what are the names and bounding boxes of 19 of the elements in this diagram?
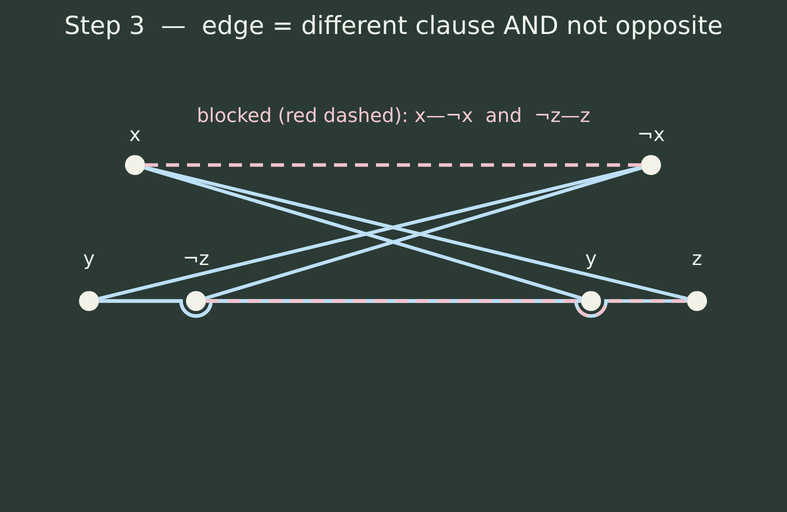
dashed-connector-line [206,299,687,318]
dashed-connector-line [145,163,641,167]
vertex-label: x [129,124,141,146]
vertex-label: y [83,248,95,270]
vertex-dot [641,155,661,175]
diagram-title: Step 3 — edge = different clause AND not opposite [64,10,723,42]
vertex-dot [186,291,206,311]
vertex-dot [79,291,99,311]
vertex-dot [687,291,707,311]
vertex-dot [581,291,601,311]
vertex-dot [125,155,145,175]
vertex-label: ¬x [637,124,665,146]
note-text: blocked (red dashed): x—¬x and ¬z—z [196,104,590,128]
vertex-label: y [585,248,597,270]
connector-line [144,166,582,300]
vertex-label: ¬z [182,248,210,270]
connector-line [205,166,642,300]
connector-line [144,166,688,300]
vertex-label: z [692,248,702,270]
